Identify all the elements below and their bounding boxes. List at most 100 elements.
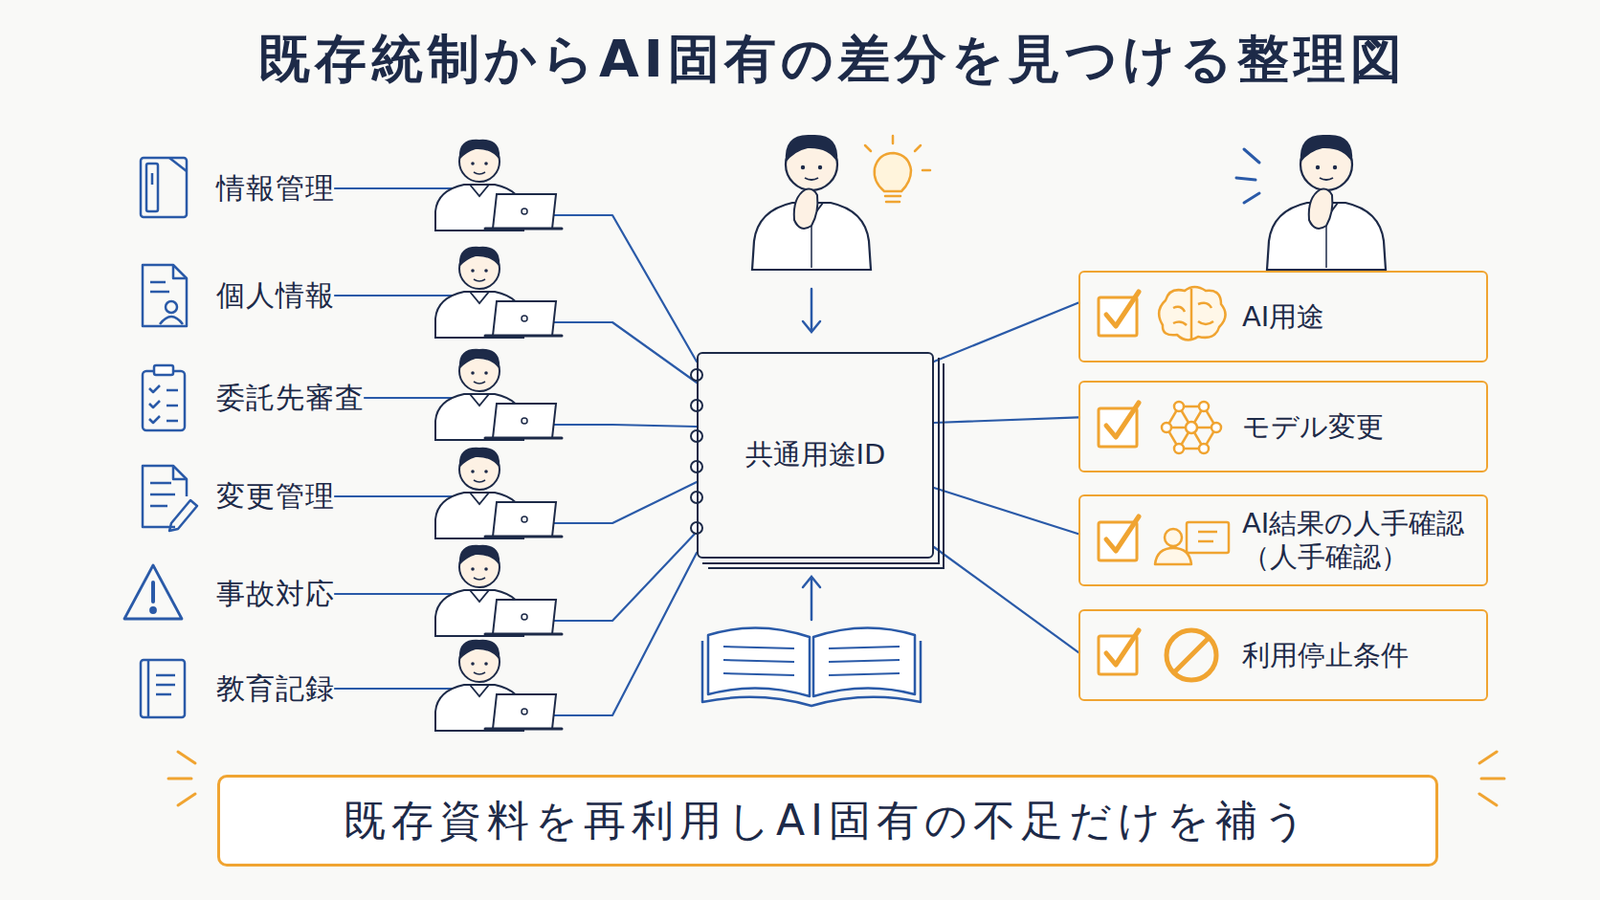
control-item: 個人情報 — [216, 274, 335, 317]
ai-check-box: 利用停止条件 — [1078, 609, 1489, 702]
network-node — [1161, 422, 1172, 433]
caption-text: 既存資料を再利用しAI固有の不足だけを補う — [343, 793, 1312, 850]
control-item: 委託先審査 — [216, 377, 365, 420]
notebook-page-edge — [708, 363, 944, 569]
network-node — [1211, 422, 1222, 433]
network-node — [1199, 401, 1209, 412]
personal-doc-icon — [142, 265, 187, 327]
doc-person-body — [159, 316, 183, 325]
connector-line — [933, 303, 1079, 362]
sparkle — [168, 777, 192, 781]
sparkle — [1481, 777, 1505, 781]
notebook-page-edge — [702, 357, 939, 564]
staff-person — [435, 447, 562, 539]
node-text: 個人情報 — [216, 276, 335, 316]
book-text-lines — [723, 646, 900, 676]
pencil — [169, 500, 198, 532]
warning-dot — [151, 608, 156, 614]
connector-line — [933, 488, 1079, 534]
connector-group — [334, 188, 1079, 716]
brain-outline — [1158, 287, 1225, 341]
book-lines — [155, 675, 176, 695]
sparkle — [1479, 794, 1497, 806]
node-text: AI用途 — [1242, 300, 1325, 334]
control-item: 情報管理 — [216, 167, 335, 210]
clipboard-board — [142, 371, 185, 431]
stop-circle — [1166, 630, 1217, 681]
doc-lines — [150, 483, 176, 507]
network-node — [1199, 444, 1209, 454]
binder-detail — [152, 157, 187, 185]
node-text: 情報管理 — [216, 169, 335, 209]
clipboard-checks — [149, 385, 160, 423]
bulb-rays — [865, 135, 931, 171]
warning-triangle — [124, 565, 182, 620]
sparkle — [177, 752, 196, 764]
edit-doc-icon — [142, 466, 198, 532]
node-text: 共通用途ID — [745, 436, 887, 475]
clipboard-clip — [154, 365, 174, 376]
staff-person — [435, 246, 562, 338]
connector-line — [933, 547, 1079, 653]
bulb-glass — [874, 153, 912, 192]
review-head — [1164, 529, 1182, 547]
review-body — [1155, 548, 1192, 565]
check-mark — [1106, 402, 1139, 438]
staff-person — [435, 640, 562, 732]
ai-check-box: モデル変更 — [1078, 380, 1489, 473]
network-icon — [1161, 401, 1222, 454]
network-nodes — [1161, 401, 1222, 454]
checkboxes — [1098, 297, 1137, 675]
notebook-pages — [702, 357, 944, 569]
book-cover — [702, 641, 921, 707]
connector-line — [933, 417, 1079, 423]
node-text: 委託先審査 — [216, 378, 365, 419]
bulb-base — [885, 196, 901, 202]
attention-mark — [1236, 177, 1256, 180]
doc-lines — [150, 282, 170, 292]
arrow-tip — [802, 321, 821, 333]
record-book-icon — [140, 660, 185, 718]
reviewer-person — [1266, 134, 1386, 270]
staff-person — [435, 139, 562, 231]
arrow-shaft — [810, 288, 814, 332]
node-text: モデル変更 — [1242, 410, 1384, 445]
sparkle — [1479, 752, 1497, 764]
brain-folds — [1173, 288, 1214, 339]
control-item: 変更管理 — [216, 475, 335, 518]
review-screen — [1186, 522, 1229, 554]
stop-slash — [1174, 638, 1209, 673]
stop-icon — [1166, 630, 1217, 681]
open-book — [702, 627, 921, 707]
doc-outline — [142, 265, 187, 327]
review-icon — [1155, 522, 1229, 565]
check-mark — [1106, 630, 1139, 666]
attention-mark — [1244, 193, 1260, 203]
node-text: 利用停止条件 — [1242, 639, 1409, 673]
arrow-tip — [802, 577, 821, 588]
brain-icon — [1158, 287, 1225, 341]
node-text: 事故対応 — [216, 575, 335, 615]
up-arrow — [802, 577, 821, 621]
control-item: 教育記録 — [216, 667, 335, 711]
diagram-title: 既存統制からAI固有の差分を見つける整理図 — [153, 28, 1512, 91]
attention-mark — [1244, 149, 1260, 163]
doc-outline — [142, 466, 187, 528]
attention-marks — [1236, 149, 1260, 203]
doc-person-head — [165, 301, 178, 313]
doc-fold — [173, 466, 187, 480]
binder-spine — [146, 163, 158, 212]
control-item: 事故対応 — [216, 573, 335, 616]
clipboard-icon — [142, 365, 185, 431]
clipboard-lines — [166, 390, 178, 422]
binder-cover — [140, 157, 187, 218]
down-arrow — [802, 288, 821, 333]
node-text: 教育記録 — [216, 669, 335, 710]
ai-check-box: AI用途 — [1078, 270, 1489, 363]
network-links — [1166, 406, 1217, 449]
usage-id-notebook: 共通用途ID — [696, 352, 934, 559]
idea-person — [752, 134, 871, 270]
book-cover — [140, 660, 185, 718]
